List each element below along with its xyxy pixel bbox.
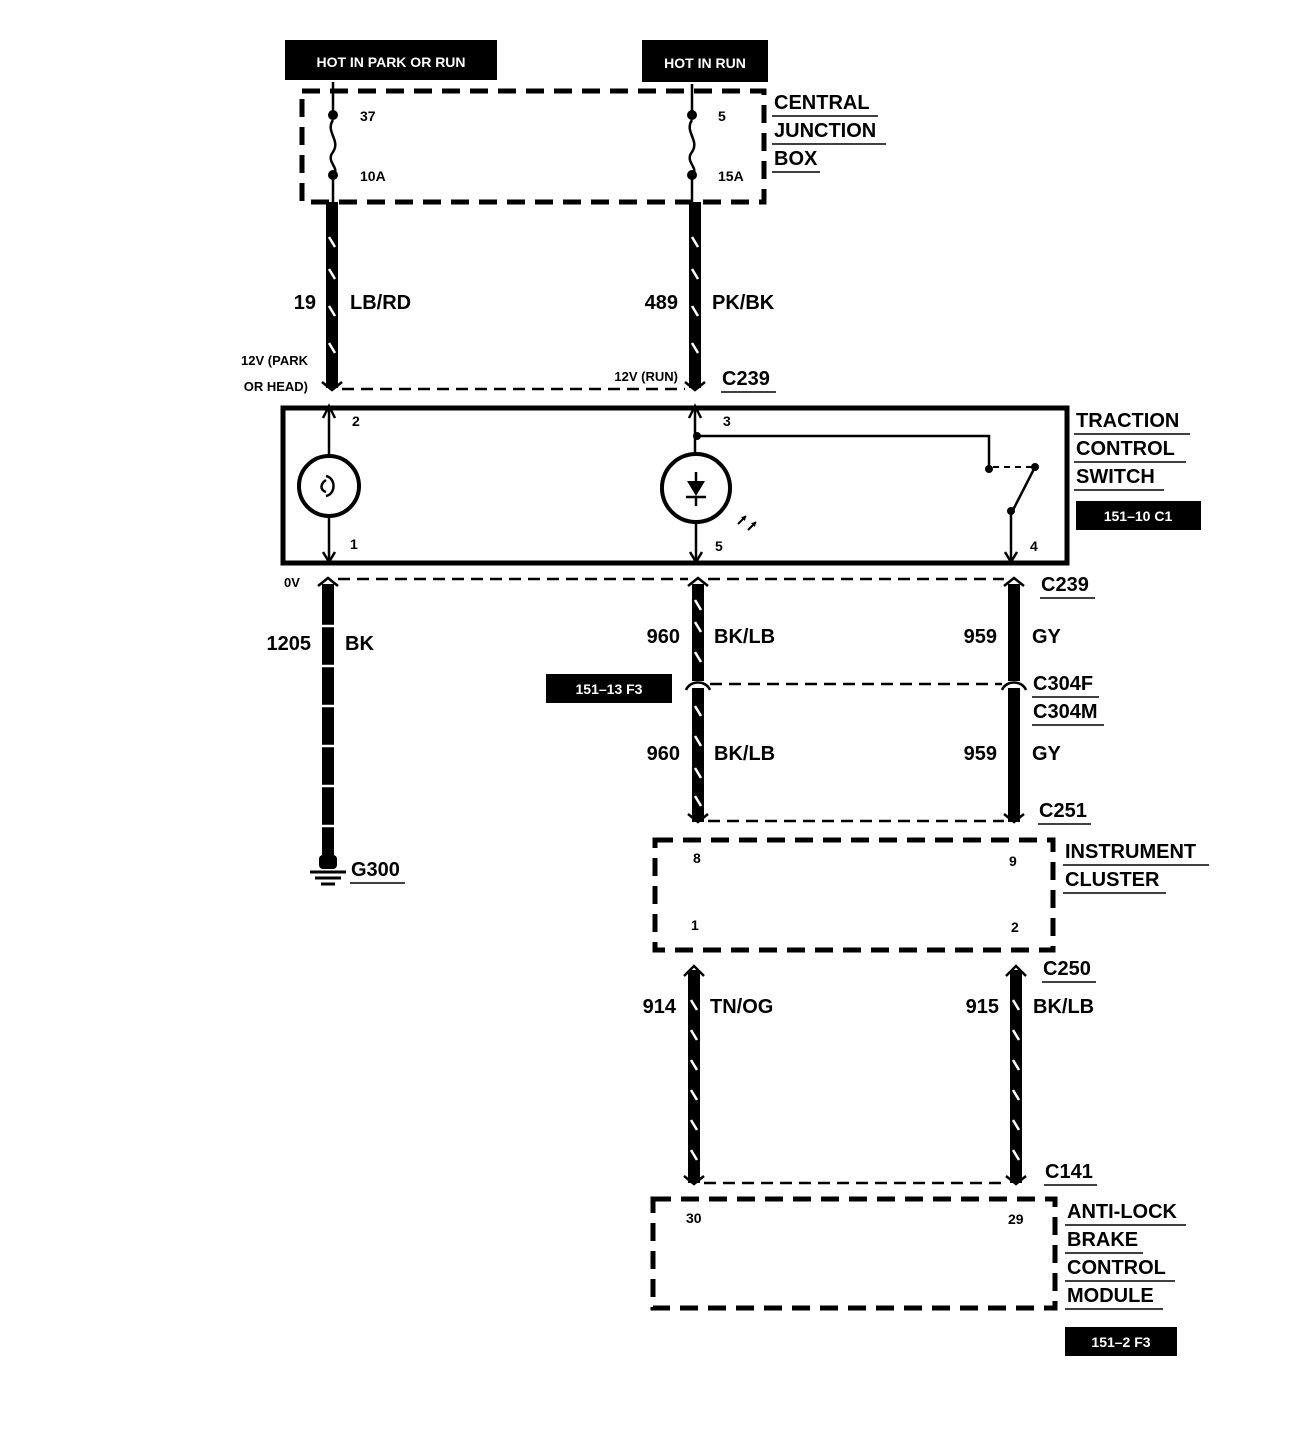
hot-in-park-or-run-label: HOT IN PARK OR RUN bbox=[316, 54, 465, 70]
ground-g300-label: G300 bbox=[351, 859, 400, 881]
switch-contact-icon bbox=[697, 434, 1039, 565]
hot-in-park-or-run-badge: HOT IN PARK OR RUN bbox=[285, 40, 497, 80]
svg-text:BRAKE: BRAKE bbox=[1067, 1229, 1138, 1251]
fuse-37-number: 37 bbox=[360, 108, 376, 124]
connector-c250 bbox=[683, 964, 1027, 977]
connector-c251 bbox=[687, 813, 1025, 824]
connector-c141 bbox=[683, 1175, 1027, 1186]
abs-module-label: ANTI-LOCK BRAKE CONTROL MODULE bbox=[1065, 1201, 1186, 1310]
wire-489 bbox=[689, 202, 701, 388]
connector-c239-bottom-label: C239 bbox=[1041, 574, 1089, 596]
tcs-pin-2: 2 bbox=[352, 413, 360, 429]
central-junction-box-outline bbox=[299, 88, 767, 205]
abs-pin-30: 30 bbox=[686, 1210, 702, 1226]
voltage-park-head-line1: 12V (PARK bbox=[241, 353, 309, 368]
svg-text:CLUSTER: CLUSTER bbox=[1065, 869, 1160, 891]
svg-text:151–2 F3: 151–2 F3 bbox=[1091, 1334, 1150, 1350]
traction-control-switch-box bbox=[280, 405, 1070, 566]
fuse-37-rating: 10A bbox=[360, 168, 386, 184]
wire-960-lower bbox=[692, 688, 704, 822]
svg-text:SWITCH: SWITCH bbox=[1076, 466, 1155, 488]
instrument-cluster-label: INSTRUMENT CLUSTER bbox=[1063, 841, 1209, 894]
svg-text:INSTRUMENT: INSTRUMENT bbox=[1065, 841, 1196, 863]
ic-pin-8: 8 bbox=[693, 850, 701, 866]
connector-c304m-label: C304M bbox=[1033, 701, 1097, 723]
wire-915-circuit: 915 bbox=[966, 996, 999, 1018]
wire-960-upper-color: BK/LB bbox=[714, 626, 775, 648]
svg-text:MODULE: MODULE bbox=[1067, 1285, 1154, 1307]
central-junction-box-label: CENTRAL JUNCTION BOX bbox=[772, 92, 886, 173]
tcs-pin-1: 1 bbox=[350, 536, 358, 552]
ic-pin-9: 9 bbox=[1009, 853, 1017, 869]
abs-module-box bbox=[650, 1196, 1058, 1311]
svg-text:CONTROL: CONTROL bbox=[1076, 438, 1175, 460]
tcs-pin-3: 3 bbox=[723, 413, 731, 429]
voltage-zero: 0V bbox=[284, 575, 300, 590]
svg-text:CENTRAL: CENTRAL bbox=[774, 92, 870, 114]
wire-1205 bbox=[322, 584, 334, 855]
tcs-pin-5: 5 bbox=[715, 538, 723, 554]
voltage-run: 12V (RUN) bbox=[614, 369, 678, 384]
ref-151-2-badge: 151–2 F3 bbox=[1065, 1327, 1177, 1356]
instrument-cluster-box bbox=[652, 837, 1056, 953]
wire-960-upper-circuit: 960 bbox=[647, 626, 680, 648]
wire-1205-color: BK bbox=[345, 633, 374, 655]
wire-489-circuit: 489 bbox=[645, 292, 678, 314]
fuse-37-symbol bbox=[328, 82, 338, 202]
ic-pin-2: 2 bbox=[1011, 919, 1019, 935]
wire-959-upper-color: GY bbox=[1032, 626, 1062, 648]
led-indicator-icon bbox=[660, 403, 757, 565]
connector-c141-label: C141 bbox=[1045, 1161, 1093, 1183]
wire-915 bbox=[1010, 970, 1022, 1183]
wire-960-lower-circuit: 960 bbox=[647, 743, 680, 765]
svg-text:BOX: BOX bbox=[774, 148, 818, 170]
connector-c239-top bbox=[321, 381, 706, 392]
connector-c239-bottom bbox=[317, 576, 1025, 587]
wire-959-lower-circuit: 959 bbox=[964, 743, 997, 765]
fuse-5-number: 5 bbox=[718, 108, 726, 124]
wire-19-color: LB/RD bbox=[350, 292, 411, 314]
wire-489-color: PK/BK bbox=[712, 292, 775, 314]
svg-text:TRACTION: TRACTION bbox=[1076, 410, 1179, 432]
connector-c251-label: C251 bbox=[1039, 800, 1087, 822]
fuse-5-rating: 15A bbox=[718, 168, 744, 184]
tcs-ref-badge: 151–10 C1 bbox=[1076, 501, 1201, 530]
hot-in-run-badge: HOT IN RUN bbox=[642, 40, 768, 82]
wire-959-upper-circuit: 959 bbox=[964, 626, 997, 648]
wire-960-upper bbox=[692, 584, 704, 681]
wire-914-circuit: 914 bbox=[643, 996, 677, 1018]
ground-icon bbox=[310, 855, 346, 886]
connector-c239-top-label: C239 bbox=[722, 368, 770, 390]
voltage-park-head-line2: OR HEAD) bbox=[244, 379, 308, 394]
svg-text:151–10 C1: 151–10 C1 bbox=[1104, 508, 1173, 524]
wire-914-color: TN/OG bbox=[710, 996, 773, 1018]
hot-in-run-label: HOT IN RUN bbox=[664, 55, 746, 71]
wire-1205-circuit: 1205 bbox=[267, 633, 312, 655]
fuse-5-symbol bbox=[687, 84, 697, 202]
connector-c304 bbox=[684, 681, 1028, 691]
abs-pin-29: 29 bbox=[1008, 1211, 1024, 1227]
traction-control-switch-label: TRACTION CONTROL SWITCH bbox=[1074, 410, 1190, 491]
wire-959-lower-color: GY bbox=[1032, 743, 1062, 765]
wire-960-lower-color: BK/LB bbox=[714, 743, 775, 765]
svg-text:151–13 F3: 151–13 F3 bbox=[576, 681, 643, 697]
wire-19 bbox=[326, 202, 338, 388]
tcs-pin-4: 4 bbox=[1030, 538, 1038, 554]
svg-text:CONTROL: CONTROL bbox=[1067, 1257, 1166, 1279]
svg-text:ANTI-LOCK: ANTI-LOCK bbox=[1067, 1201, 1178, 1223]
ic-pin-1: 1 bbox=[691, 917, 699, 933]
connector-c250-label: C250 bbox=[1043, 958, 1091, 980]
wire-914 bbox=[688, 970, 700, 1183]
wire-915-color: BK/LB bbox=[1033, 996, 1094, 1018]
lamp-icon bbox=[297, 403, 361, 565]
svg-text:JUNCTION: JUNCTION bbox=[774, 120, 876, 142]
ref-151-13-badge: 151–13 F3 bbox=[546, 674, 672, 703]
connector-c304f-label: C304F bbox=[1033, 673, 1093, 695]
wire-19-circuit: 19 bbox=[294, 292, 316, 314]
